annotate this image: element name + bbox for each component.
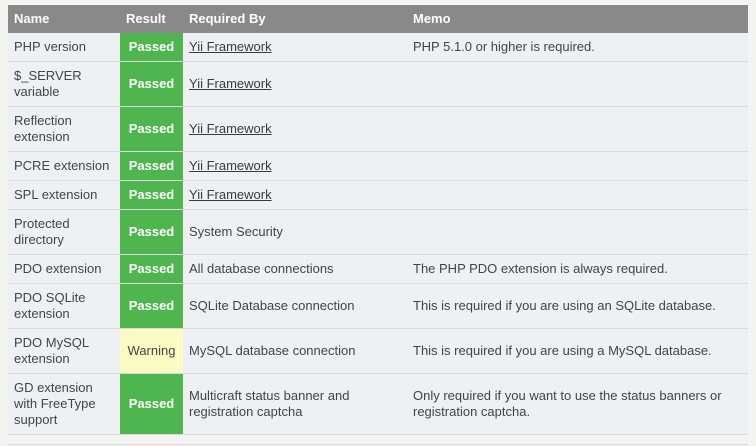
- result-status-cell: Passed: [120, 180, 183, 210]
- table-row: PDO MySQL extension Warning MySQL databa…: [8, 328, 748, 374]
- requirement-name-cell: GD extension with FreeType support: [8, 373, 120, 435]
- required-by-link[interactable]: Yii Framework: [189, 158, 272, 173]
- requirement-name-cell: PDO MySQL extension: [8, 328, 120, 374]
- required-by-cell: Yii Framework: [183, 151, 407, 181]
- result-status-cell: Passed: [120, 373, 183, 435]
- result-status-cell: Passed: [120, 106, 183, 152]
- memo-cell: [407, 151, 748, 181]
- requirement-name-cell: PHP version: [8, 33, 120, 62]
- table-row: PHP version Passed Yii Framework PHP 5.1…: [8, 33, 748, 62]
- required-by-cell: Multicraft status banner and registratio…: [183, 373, 407, 435]
- result-status-cell: Passed: [120, 283, 183, 329]
- result-status-cell: Passed: [120, 254, 183, 284]
- table-row: SPL extension Passed Yii Framework: [8, 180, 748, 210]
- required-by-link[interactable]: Yii Framework: [189, 76, 272, 91]
- requirement-name-cell: Protected directory: [8, 209, 120, 255]
- result-status-cell: Passed: [120, 33, 183, 62]
- table-row: PDO SQLite extension Passed SQLite Datab…: [8, 283, 748, 329]
- memo-cell: PHP 5.1.0 or higher is required.: [407, 33, 748, 62]
- column-header-result: Result: [120, 5, 183, 33]
- column-header-required-by: Required By: [183, 5, 407, 33]
- memo-cell: The PHP PDO extension is always required…: [407, 254, 748, 284]
- requirement-name-cell: PDO extension: [8, 254, 120, 284]
- requirement-name-cell: Reflection extension: [8, 106, 120, 152]
- requirement-name-cell: SPL extension: [8, 180, 120, 210]
- required-by-cell: Yii Framework: [183, 106, 407, 152]
- required-by-link[interactable]: Yii Framework: [189, 121, 272, 136]
- required-by-cell: Yii Framework: [183, 180, 407, 210]
- memo-cell: [407, 61, 748, 107]
- column-header-name: Name: [8, 5, 120, 33]
- table-row: Protected directory Passed System Securi…: [8, 209, 748, 255]
- table-row: $_SERVER variable Passed Yii Framework: [8, 61, 748, 107]
- result-status-cell: Passed: [120, 209, 183, 255]
- requirement-name-cell: PDO SQLite extension: [8, 283, 120, 329]
- memo-cell: This is required if you are using an SQL…: [407, 283, 748, 329]
- required-by-link[interactable]: Yii Framework: [189, 39, 272, 54]
- required-by-cell: SQLite Database connection: [183, 283, 407, 329]
- memo-cell: [407, 180, 748, 210]
- required-by-cell: Yii Framework: [183, 33, 407, 62]
- column-header-memo: Memo: [407, 5, 748, 33]
- table-row: PDO extension Passed All database connec…: [8, 254, 748, 284]
- required-by-cell: System Security: [183, 209, 407, 255]
- requirements-table-body: PHP version Passed Yii Framework PHP 5.1…: [8, 33, 748, 435]
- memo-cell: Only required if you want to use the sta…: [407, 373, 748, 435]
- table-row: Reflection extension Passed Yii Framewor…: [8, 106, 748, 152]
- result-status-cell: Passed: [120, 61, 183, 107]
- table-row: PCRE extension Passed Yii Framework: [8, 151, 748, 181]
- memo-cell: This is required if you are using a MySQ…: [407, 328, 748, 374]
- result-status-cell: Warning: [120, 328, 183, 374]
- table-header: Name Result Required By Memo: [8, 5, 748, 33]
- requirement-name-cell: $_SERVER variable: [8, 61, 120, 107]
- table-row: GD extension with FreeType support Passe…: [8, 373, 748, 435]
- next-row-divider: [8, 444, 748, 446]
- memo-cell: [407, 106, 748, 152]
- required-by-cell: All database connections: [183, 254, 407, 284]
- required-by-link[interactable]: Yii Framework: [189, 187, 272, 202]
- required-by-cell: MySQL database connection: [183, 328, 407, 374]
- requirements-table: Name Result Required By Memo PHP version…: [8, 5, 748, 435]
- requirement-name-cell: PCRE extension: [8, 151, 120, 181]
- result-status-cell: Passed: [120, 151, 183, 181]
- memo-cell: [407, 209, 748, 255]
- required-by-cell: Yii Framework: [183, 61, 407, 107]
